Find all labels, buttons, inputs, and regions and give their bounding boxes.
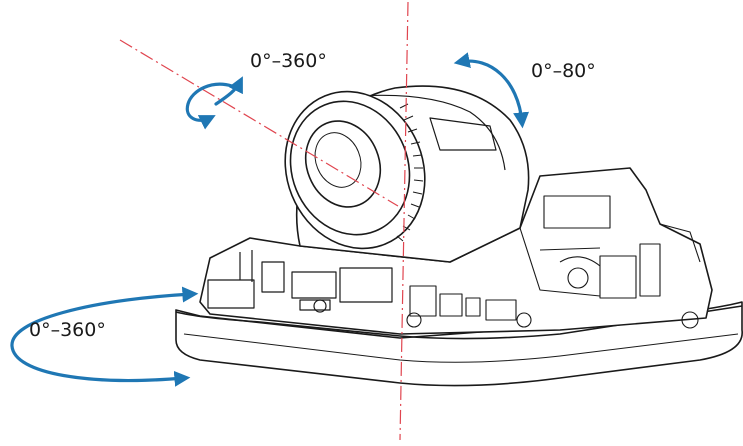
tilt-range-label: 0°–80° xyxy=(531,60,596,82)
tilt-arrow xyxy=(453,52,530,129)
rotate-arrow xyxy=(185,82,234,130)
rotation-arrows xyxy=(10,52,530,387)
rotate-range-label: 0°–360° xyxy=(250,50,327,72)
pan-arrow xyxy=(10,286,199,387)
inner-housing xyxy=(199,167,713,335)
axis-lines xyxy=(119,1,409,441)
lens-rotation-axis xyxy=(119,39,399,207)
vertical-pan-axis xyxy=(399,1,409,441)
focus-ring-ribs xyxy=(396,103,424,242)
lens-glass xyxy=(304,120,382,208)
pan-range-label: 0°–360° xyxy=(29,319,106,341)
camera-body xyxy=(175,85,743,387)
